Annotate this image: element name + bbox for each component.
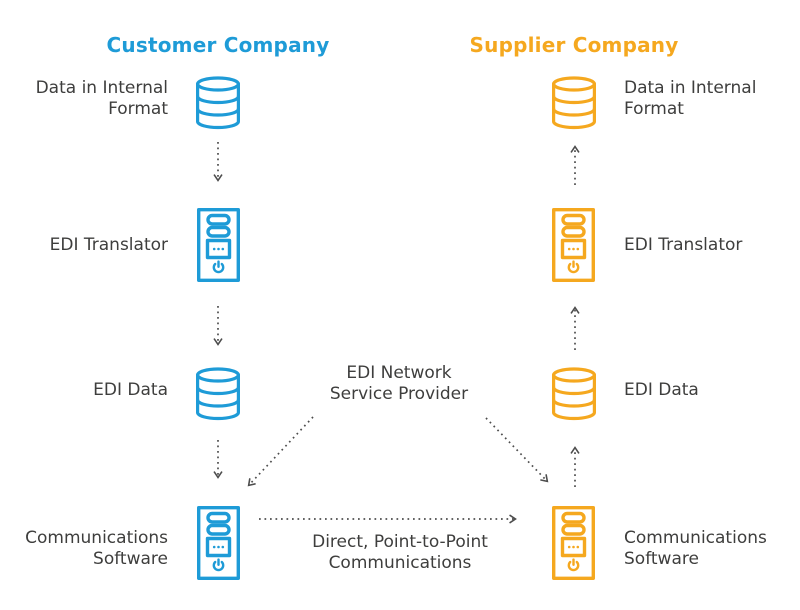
customer-comms-software-label: Communications Software	[25, 528, 168, 570]
arrow-network-to-supplier-comms	[485, 417, 549, 483]
edi-network-provider-label: EDI Network Service Provider	[329, 363, 469, 405]
server-icon	[197, 506, 240, 580]
customer-company-title: Customer Company	[106, 33, 330, 57]
customer-edi-translator-label: EDI Translator	[49, 235, 168, 255]
database-icon	[549, 76, 599, 130]
supplier-company-title: Supplier Company	[469, 33, 679, 57]
server-icon	[552, 208, 595, 282]
server-icon	[197, 208, 240, 282]
customer-data-internal-label: Data in Internal Format	[35, 78, 168, 120]
supplier-edi-data-label: EDI Data	[624, 380, 699, 400]
database-icon	[193, 367, 243, 421]
direct-point-to-point-label: Direct, Point-to-Point Communications	[312, 532, 488, 574]
supplier-data-internal-label: Data in Internal Format	[624, 78, 757, 120]
server-icon	[552, 506, 595, 580]
arrow-network-to-customer-comms	[247, 416, 314, 487]
database-icon	[549, 367, 599, 421]
supplier-comms-software-label: Communications Software	[624, 528, 767, 570]
customer-edi-data-label: EDI Data	[93, 380, 168, 400]
supplier-edi-translator-label: EDI Translator	[624, 235, 743, 255]
database-icon	[193, 76, 243, 130]
